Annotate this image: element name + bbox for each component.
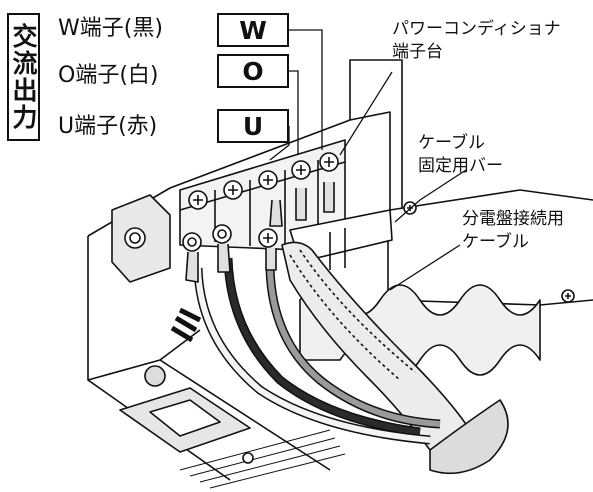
ring-terminals xyxy=(182,182,335,283)
terminal-w-label: W端子(黒) xyxy=(58,16,163,41)
panel-cable-callout: 分電盤接続用 ケーブル xyxy=(462,209,564,252)
cable-grommet xyxy=(429,399,509,475)
terminal-o-box: O xyxy=(217,54,289,88)
vent-slots xyxy=(179,429,346,489)
terminal-block-callout: パワーコンディショナ 端子台 xyxy=(392,19,561,62)
housing-top-panel xyxy=(349,59,403,208)
leader-lines xyxy=(269,29,467,291)
housing-outline xyxy=(87,111,593,237)
ac-output-text: 交流出力 xyxy=(9,23,38,131)
cable-bar-callout: ケーブル 固定用バー xyxy=(418,133,503,176)
wires xyxy=(170,257,441,445)
terminal-u-box: U xyxy=(217,109,289,143)
wire-ends xyxy=(170,307,202,343)
terminal-u-letter: U xyxy=(242,111,264,141)
ac-output-label: 交流出力 xyxy=(7,13,40,141)
terminal-w-box: W xyxy=(217,13,289,47)
bracket-screw xyxy=(124,227,146,249)
panel-cable-sheath xyxy=(281,241,471,451)
terminal-w-letter: W xyxy=(239,15,267,45)
terminal-u-label: U端子(赤) xyxy=(58,114,158,139)
terminal-screws xyxy=(188,152,339,248)
terminal-o-label: O端子(白) xyxy=(58,63,159,88)
terminal-o-letter: O xyxy=(242,56,264,86)
